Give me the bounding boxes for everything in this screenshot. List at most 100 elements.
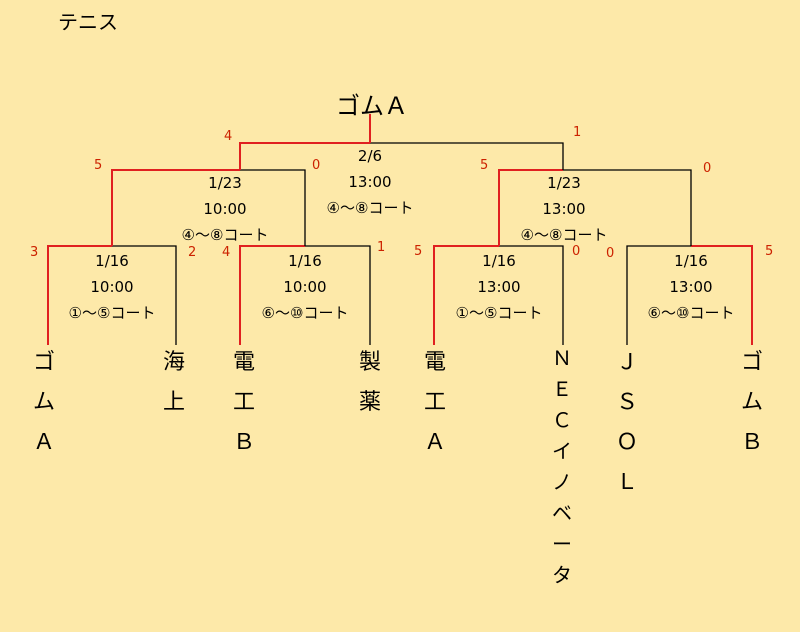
match-r2-1-info: 1/23 10:00 ④～⑧コート [155,170,295,248]
match-time: 13:00 [348,173,392,191]
line-r2-2-left [498,169,563,246]
match-date: 1/16 [288,252,322,270]
line-final-right [370,142,564,170]
score-final-right: 1 [573,125,582,140]
team-char: Ｊ [615,350,638,375]
match-court: ④～⑧コート [520,226,608,244]
match-date: 1/16 [482,252,516,270]
team-char: タ [552,563,572,587]
match-r1-2-info: 1/16 10:00 ⑥～⑩コート [235,248,375,326]
line-nec [499,245,564,345]
team-jsol: Ｊ Ｓ Ｏ Ｌ [607,343,647,503]
team-char: Ａ [32,430,55,455]
team-char: Ｌ [615,470,638,495]
team-denko-b: 電 工 Ｂ [224,343,264,463]
team-char: Ｓ [615,390,638,415]
match-date: 1/16 [95,252,129,270]
team-char: Ｎ [552,346,572,370]
team-char: イ [552,439,572,463]
team-char: ム [740,390,763,415]
team-char: ー [552,532,572,556]
match-r1-3-lines [433,245,564,345]
match-time: 13:00 [669,278,713,296]
score-r1-3-left: 5 [414,244,423,259]
match-time: 13:00 [542,200,586,218]
line-jsol [626,245,691,345]
match-court: ①～⑤コート [455,304,543,322]
team-char: 上 [162,390,185,415]
line-r2-1-right [240,169,306,246]
team-char: 薬 [358,390,381,415]
team-denko-a: 電 工 Ａ [415,343,455,463]
champion-label: ゴムＡ [336,92,408,120]
page-title: テニス [58,10,118,34]
match-r2-2-info: 1/23 13:00 ④～⑧コート [494,170,634,248]
score-r1-2-right: 1 [377,240,386,255]
score-r1-1-right: 2 [188,245,197,260]
team-char: Ｂ [740,430,763,455]
score-final-left: 4 [224,129,233,144]
score-r2-1-right: 0 [312,158,321,173]
team-char: 工 [232,390,255,415]
team-char: ム [32,390,55,415]
match-final-info: 2/6 13:00 ④～⑧コート [300,143,440,221]
match-r1-1-info: 1/16 10:00 ①～⑤コート [42,248,182,326]
line-kaijo [112,245,177,345]
match-time: 10:00 [203,200,247,218]
team-char: ノ [552,470,572,494]
match-r2-1-lines [111,169,306,246]
match-court: ⑥～⑩コート [647,304,735,322]
team-char: ゴ [740,350,763,375]
team-char: Ｏ [615,430,638,455]
line-r2-1-left [111,169,240,246]
match-r1-2-lines [239,245,371,345]
match-court: ⑥～⑩コート [261,304,349,322]
team-char: Ａ [423,430,446,455]
match-r1-4-info: 1/16 13:00 ⑥～⑩コート [621,248,761,326]
team-char: Ｅ [552,377,572,401]
line-gomu-b [691,245,753,345]
team-char: Ｂ [232,430,255,455]
team-seiyaku: 製 薬 [350,343,390,423]
score-r1-4-right: 5 [765,244,774,259]
team-kaijo: 海 上 [154,343,194,423]
score-r1-2-left: 4 [222,245,231,260]
team-nec-innovator: Ｎ Ｅ Ｃ イ ノ ベ ー タ [542,343,582,591]
match-court: ①～⑤コート [68,304,156,322]
score-r1-3-right: 0 [572,244,581,259]
line-final-left [239,142,370,170]
score-r1-4-left: 0 [606,246,615,261]
line-denko-a [433,245,499,345]
team-char: Ｃ [552,408,572,432]
match-court: ④～⑧コート [181,226,269,244]
team-char: 電 [423,350,446,375]
match-final-lines [239,114,564,170]
match-date: 2/6 [357,147,383,165]
team-gomu-b: ゴ ム Ｂ [732,343,772,463]
team-char: 製 [358,350,381,375]
score-r2-1-left: 5 [94,158,103,173]
match-time: 10:00 [90,278,134,296]
score-r2-2-left: 5 [480,158,489,173]
score-r2-2-right: 0 [703,161,712,176]
team-char: 電 [232,350,255,375]
team-char: 工 [423,390,446,415]
line-r2-2-right [563,169,692,246]
match-r1-3-info: 1/16 13:00 ①～⑤コート [429,248,569,326]
match-court: ④～⑧コート [326,199,414,217]
match-r1-4-lines [626,245,753,345]
match-date: 1/16 [674,252,708,270]
match-r2-2-lines [498,169,692,246]
match-time: 10:00 [283,278,327,296]
match-date: 1/23 [208,174,242,192]
line-gomu-a [47,245,112,345]
team-char: ゴ [32,350,55,375]
match-time: 13:00 [477,278,521,296]
match-r1-1-lines [47,245,177,345]
score-r1-1-left: 3 [30,245,39,260]
line-denko-b [239,245,305,345]
team-char: 海 [162,350,185,375]
match-date: 1/23 [547,174,581,192]
line-seiyaku [305,245,371,345]
